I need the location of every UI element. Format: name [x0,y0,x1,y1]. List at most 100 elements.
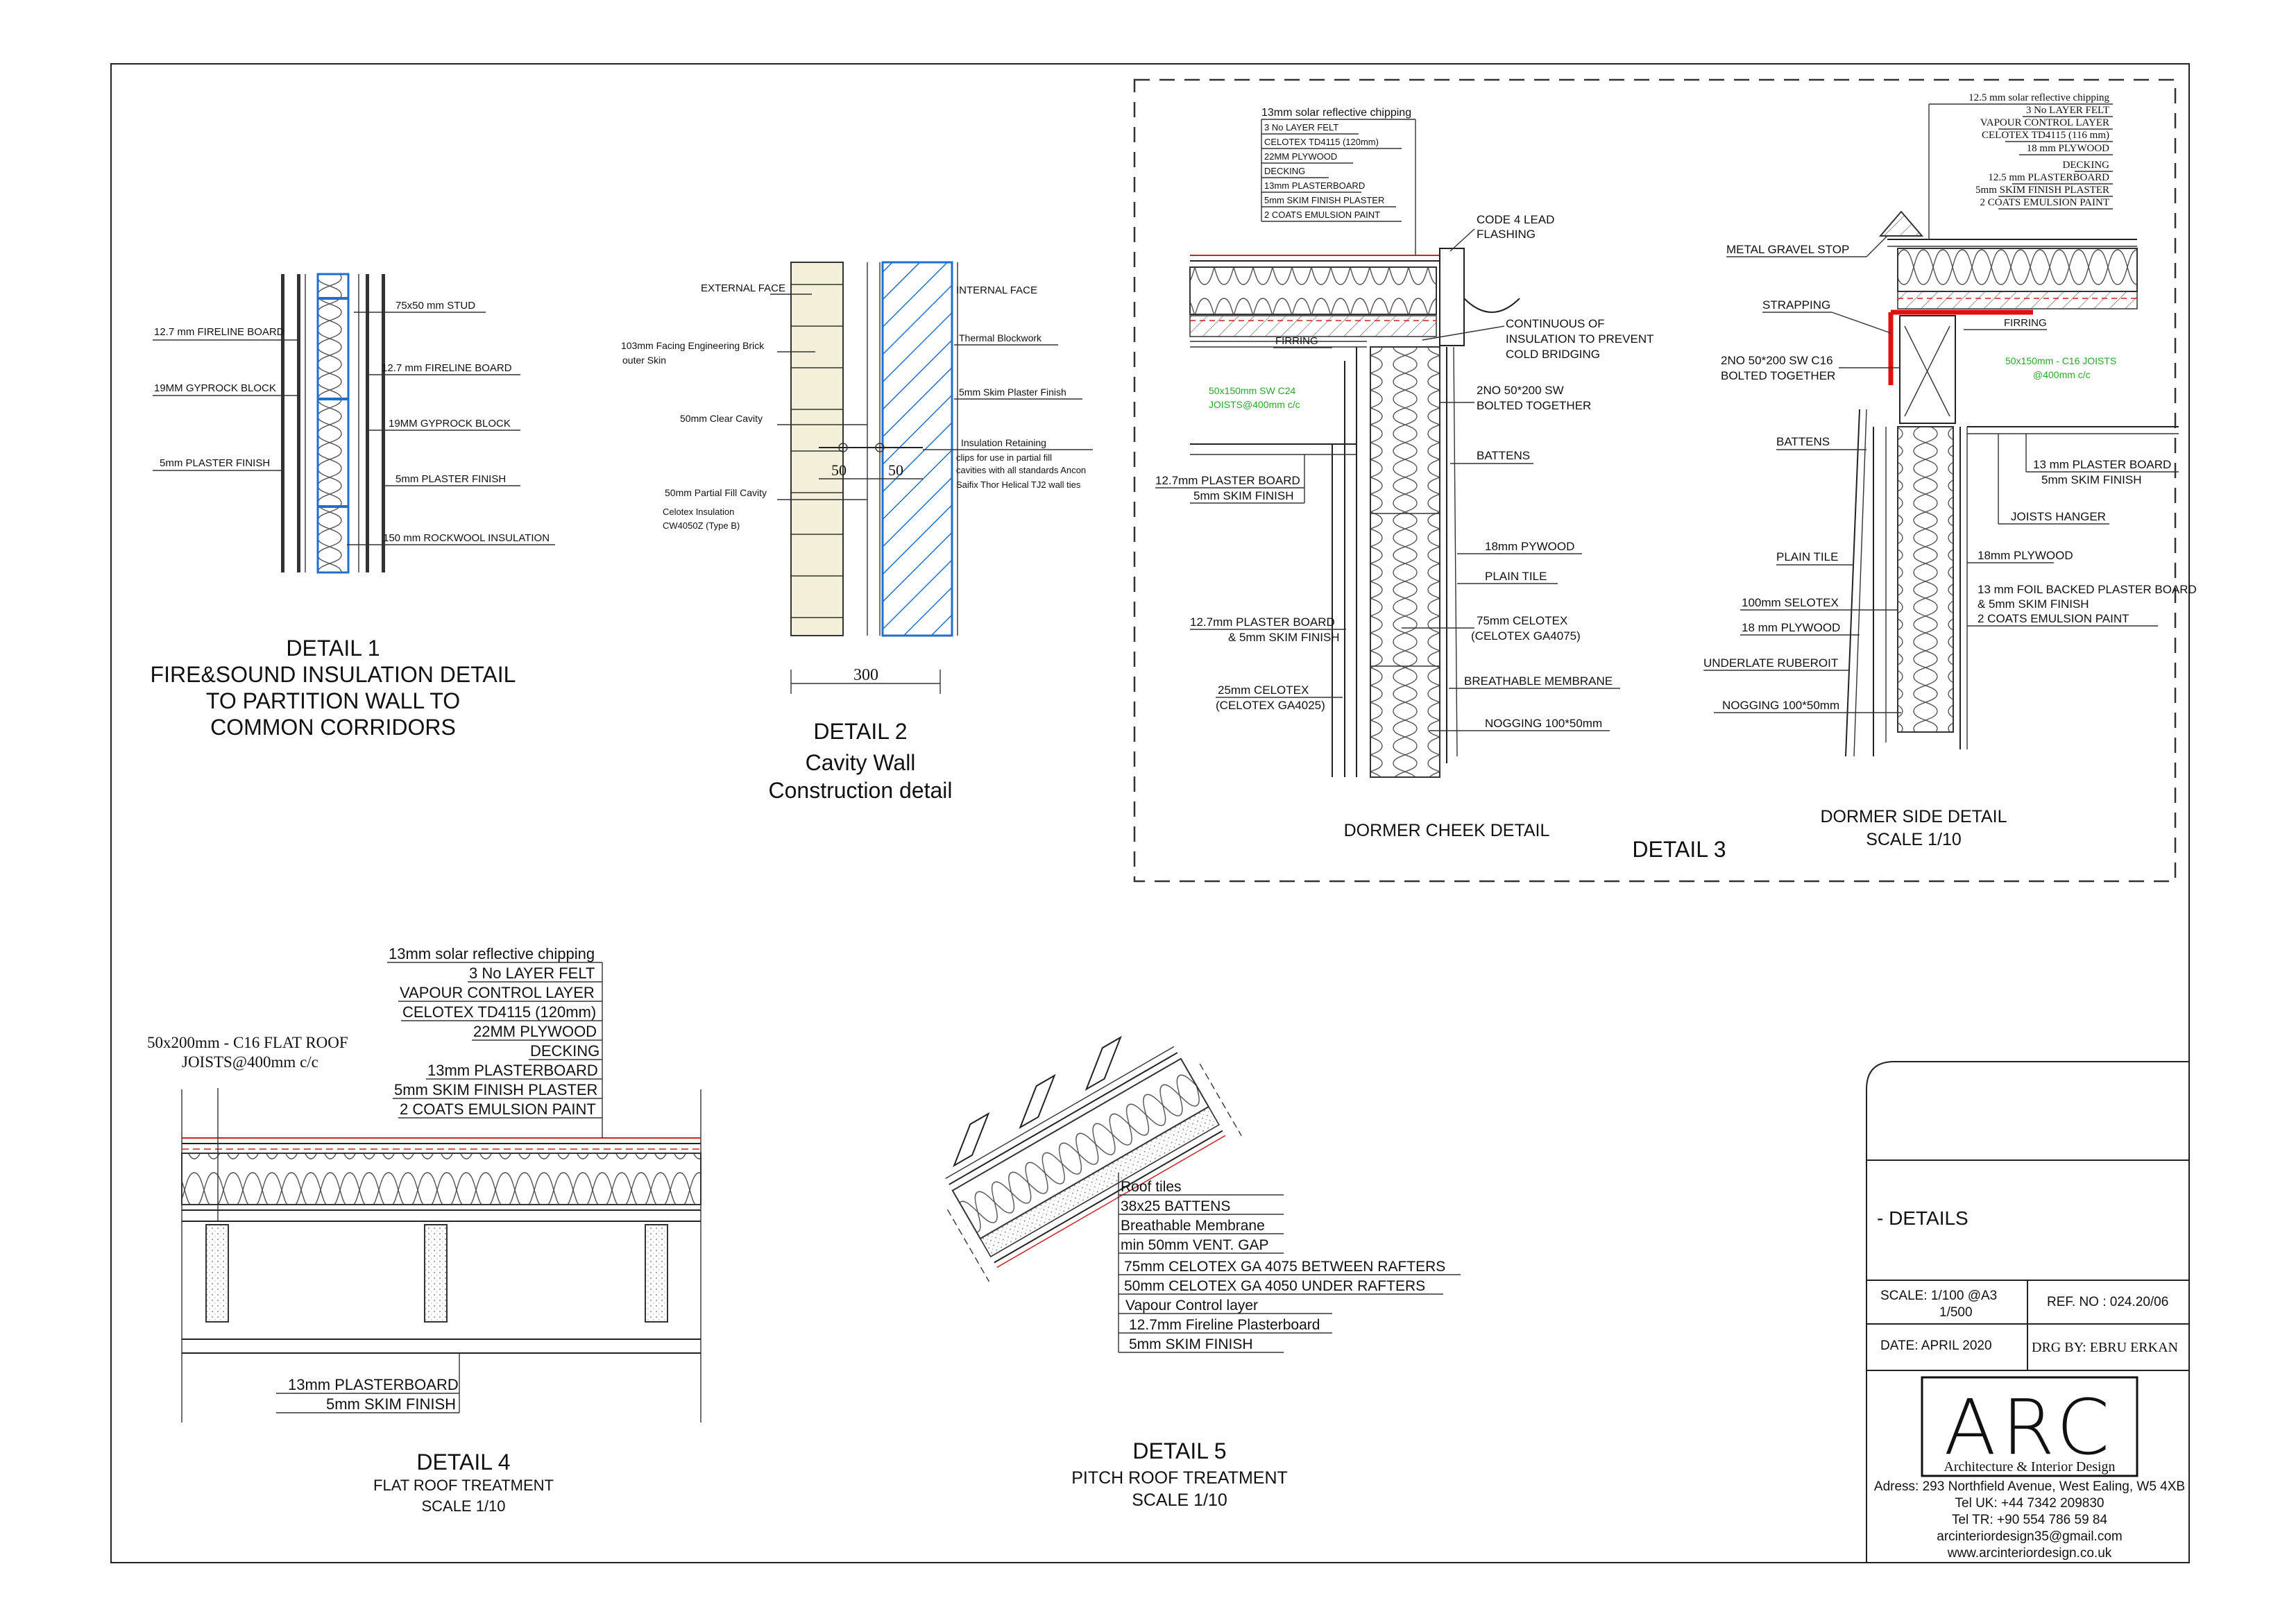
cheek-buildup-1: 13mm solar reflective chipping [1261,107,1411,119]
scale-label-2: 1/500 [1939,1305,1973,1320]
cheek-nogging: NOGGING 100*50mm [1485,717,1602,730]
detail5-buildup-7: Vapour Control layer [1125,1298,1258,1314]
detail2-right-4: clips for use in partial fill [956,452,1052,463]
cheek-continuous-3: COLD BRIDGING [1506,348,1600,361]
scale-label-1: SCALE: 1/100 @A3 [1880,1289,1997,1303]
side-bolted-1: 2NO 50*200 SW C16 [1721,354,1833,367]
detail1-right-label-4: 5mm PLASTER FINISH [396,473,506,485]
drawn-by: DRG BY: EBRU ERKAN [2032,1340,2178,1355]
logo-subtitle: Architecture & Interior Design [1944,1459,2115,1475]
side-joists-1: 50x150mm - C16 JOISTS [2005,355,2116,366]
detail1-right-label-2: 12.7 mm FIRELINE BOARD [382,362,512,374]
detail2-external-face: EXTERNAL FACE [701,282,785,294]
detail5-subtitle-2: SCALE 1/10 [1132,1490,1227,1510]
side-buildup-9: 2 COATS EMULSION PAINT [1980,197,2109,208]
detail4-buildup-7: 13mm PLASTERBOARD [427,1062,598,1079]
detail2-dim-300: 300 [853,666,878,684]
detail1-title: DETAIL 1 [286,636,380,661]
side-firring: FIRRING [2004,317,2047,329]
dormer-cheek-detail: 13mm solar reflective chipping 3 No LAYE… [1155,107,1654,840]
side-underlate: UNDERLATE RUBEROIT [1703,656,1838,670]
cheek-plasterboard-1: 12.7mm PLASTER BOARD [1155,474,1300,487]
cheek-celotex75-2: (CELOTEX GA4075) [1471,629,1581,643]
detail5-buildup-6: 50mm CELOTEX GA 4050 UNDER RAFTERS [1124,1278,1425,1294]
cheek-celotex75-1: 75mm CELOTEX [1477,614,1567,627]
detail4-buildup-5: 22MM PLYWOOD [473,1023,597,1040]
cheek-joists-1: 50x150mm SW C24 [1209,385,1295,396]
website: www.arcinteriordesign.co.uk [1947,1546,2112,1561]
detail4-joists-2: JOISTS@400mm c/c [182,1053,318,1071]
detail2-title: DETAIL 2 [813,719,907,744]
cheek-lead-1: CODE 4 LEAD [1477,213,1554,226]
cheek-plasterboard2-1: 12.7mm PLASTER BOARD [1190,615,1335,629]
detail1-subtitle-3: COMMON CORRIDORS [210,715,456,740]
detail4-ceiling-1: 13mm PLASTERBOARD [288,1376,459,1393]
side-buildup-6: DECKING [2063,160,2110,171]
detail-2: 50 50 300 EXTERNAL FACE INTERNAL FACE 10… [621,261,1093,803]
tel-uk: Tel UK: +44 7342 209830 [1955,1496,2104,1511]
detail5-buildup-2: 38x25 BATTENS [1121,1198,1230,1214]
detail2-dim-50b: 50 [888,461,903,479]
detail4-buildup-9: 2 COATS EMULSION PAINT [400,1101,596,1118]
side-plasterboard-2: 5mm SKIM FINISH [2041,473,2142,486]
detail2-left-5: Celotex Insulation [663,507,734,517]
detail2-left-2: outer Skin [622,355,666,366]
cheek-continuous-2: INSULATION TO PREVENT [1506,332,1654,346]
detail2-subtitle-2: Construction detail [768,778,952,803]
logo-frame [1921,1376,2138,1477]
side-buildup-1: 12.5 mm solar reflective chipping [1968,92,2109,103]
side-gravel-stop: METAL GRAVEL STOP [1726,243,1849,256]
detail4-buildup-8: 5mm SKIM FINISH PLASTER [394,1081,597,1098]
detail2-right-6: Saifix Thor Helical TJ2 wall ties [956,479,1081,490]
detail1-left-label-2: 19MM GYPROCK BLOCK [154,382,276,394]
detail2-subtitle-1: Cavity Wall [806,750,916,775]
detail2-right-2: 5mm Skim Plaster Finish [959,386,1066,398]
detail2-right-3: Insulation Retaining [961,437,1046,448]
cheek-plasterboard-2: 5mm SKIM FINISH [1193,489,1294,502]
detail2-left-6: CW4050Z (Type B) [663,520,740,531]
cheek-buildup-3: CELOTEX TD4115 (120mm) [1264,137,1379,147]
cheek-firring: FIRRING [1275,335,1318,347]
detail2-left-3: 50mm Clear Cavity [680,413,763,424]
cheek-plain-tile: PLAIN TILE [1485,570,1547,583]
logo-wordmark: ARC [1944,1383,2115,1472]
detail4-buildup-4: CELOTEX TD4115 (120mm) [402,1003,596,1021]
cheek-buildup-5: DECKING [1264,166,1305,176]
detail4-subtitle-2: SCALE 1/10 [421,1497,505,1515]
detail5-buildup: Roof tiles 38x25 BATTENS Breathable Memb… [1118,1173,1461,1353]
cheek-bolted-1: 2NO 50*200 SW [1477,384,1564,397]
detail2-right-1: Thermal Blockwork [959,332,1042,343]
email: arcinteriordesign35@gmail.com [1937,1529,2122,1544]
detail4-buildup-1: 13mm solar reflective chipping [389,945,595,962]
cheek-celotex25-1: 25mm CELOTEX [1218,683,1309,697]
detail1-right-label-5: 150 mm ROCKWOOL INSULATION [383,532,550,544]
detail1-left-label-3: 5mm PLASTER FINISH [160,457,270,469]
cheek-buildup-7: 5mm SKIM FINISH PLASTER [1264,195,1384,205]
detail2-left-4: 50mm Partial Fill Cavity [665,487,767,498]
detail4-buildup-3: VAPOUR CONTROL LAYER [400,984,595,1001]
cheek-buildup-6: 13mm PLASTERBOARD [1264,180,1365,191]
side-foil-2: & 5mm SKIM FINISH [1978,597,2089,611]
side-plywood: 18mm PLYWOOD [1978,549,2073,562]
cheek-title: DORMER CHEEK DETAIL [1344,821,1550,840]
detail5-subtitle-1: PITCH ROOF TREATMENT [1071,1468,1288,1488]
cheek-lead-2: FLASHING [1477,228,1536,241]
cheek-celotex25-2: (CELOTEX GA4025) [1216,699,1325,712]
cheek-buildup-4: 22MM PLYWOOD [1264,151,1337,162]
tel-tr: Tel TR: +90 554 786 59 84 [1952,1513,2108,1527]
detail5-buildup-1: Roof tiles [1121,1179,1182,1195]
detail1-subtitle-2: TO PARTITION WALL TO [206,688,460,713]
side-buildup-8: 5mm SKIM FINISH PLASTER [1975,185,2109,196]
side-buildup-2: 3 No LAYER FELT [2026,105,2109,116]
ref-no: REF. NO : 024.20/06 [2047,1295,2168,1309]
detail1-left-label-1: 12.7 mm FIRELINE BOARD [154,326,284,338]
sheet-title: - DETAILS [1877,1207,1968,1229]
detail5-buildup-3: Breathable Membrane [1121,1218,1265,1234]
cheek-buildup-2: 3 No LAYER FELT [1264,122,1338,133]
side-scale: SCALE 1/10 [1866,830,1962,849]
side-foil-3: 2 COATS EMULSION PAINT [1978,612,2129,625]
detail4-ceiling-2: 5mm SKIM FINISH [326,1395,456,1413]
detail2-right-5: cavities with all standards Ancon [956,465,1086,475]
cheek-battens: BATTENS [1477,449,1530,462]
